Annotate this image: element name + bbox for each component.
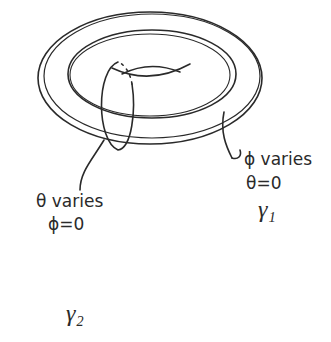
- leader-line: [80, 140, 104, 190]
- leader-line: [232, 150, 241, 159]
- torus-hole: [122, 66, 180, 74]
- cycle-name: γ₁: [258, 196, 276, 222]
- torus-outline: [44, 14, 260, 138]
- gamma2-loop: [102, 62, 134, 150]
- torus-outline: [38, 12, 262, 144]
- cycle-note: θ=0: [246, 174, 281, 193]
- gamma1-loop: [70, 34, 230, 116]
- cycle-note: ϕ=0: [48, 215, 84, 234]
- cycle-note: ϕ varies: [244, 150, 312, 169]
- cycle-name: γ₂: [66, 300, 84, 326]
- gamma2-loop: [118, 62, 132, 84]
- torus-hole: [112, 64, 190, 76]
- gamma1-loop: [68, 30, 236, 118]
- cycle-note: θ varies: [36, 192, 103, 211]
- leader-line: [223, 112, 232, 158]
